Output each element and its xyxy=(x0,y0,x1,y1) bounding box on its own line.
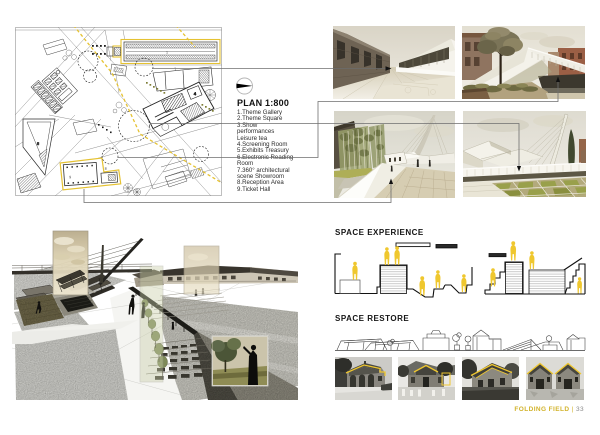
render-sunken-garden-bridge xyxy=(463,111,586,197)
page-footer: FOLDING FIELD | 33 xyxy=(464,406,584,413)
space-restore-elevation xyxy=(335,329,586,351)
restore-photo-twin-gables xyxy=(526,357,584,400)
render-canal-ramp xyxy=(462,26,585,99)
plan-legend-item: 9.Ticket Hall xyxy=(237,185,271,193)
plan-title: PLAN 1:800 xyxy=(237,98,290,108)
restore-photo-mansion xyxy=(335,357,392,400)
plan-legend-item: 7.360° architectural scene Showroom xyxy=(237,166,290,181)
plan-legend-item: 8.Reception Area xyxy=(237,179,284,187)
footer-page-number: 33 xyxy=(575,406,584,413)
svg-text:8: 8 xyxy=(105,167,107,171)
space-experience-diagram xyxy=(334,241,586,298)
restore-photo-pitched-roof xyxy=(462,357,519,400)
render-bamboo-plaza xyxy=(334,111,455,198)
render-theme-gallery-alley xyxy=(333,26,455,99)
north-arrow-icon xyxy=(236,77,253,95)
collage-photo-inset xyxy=(211,335,269,387)
plan-legend-item: 4.Screening Room xyxy=(237,141,288,149)
svg-text:5: 5 xyxy=(37,142,39,146)
site-plan-drawing: 1 4 xyxy=(15,27,222,196)
plan-legend-item: 3.Show performances Leisure tea xyxy=(237,121,275,142)
plan-legend-item: 2.Theme Square xyxy=(237,115,283,123)
space-experience-title: SPACE EXPERIENCE xyxy=(335,228,424,237)
plan-legend-item: 1.Theme Gallery xyxy=(237,109,283,116)
perspective-collage xyxy=(12,230,299,401)
footer-divider: | xyxy=(571,406,574,413)
restore-photo-gable-house xyxy=(398,357,455,400)
svg-text:4: 4 xyxy=(194,92,196,96)
svg-text:9: 9 xyxy=(69,175,71,179)
footer-project-name: FOLDING FIELD xyxy=(514,406,570,413)
svg-text:1: 1 xyxy=(166,51,168,55)
space-restore-title: SPACE RESTORE xyxy=(335,314,410,323)
plan-legend-item: 5.Exhibits Treasury xyxy=(237,147,289,155)
